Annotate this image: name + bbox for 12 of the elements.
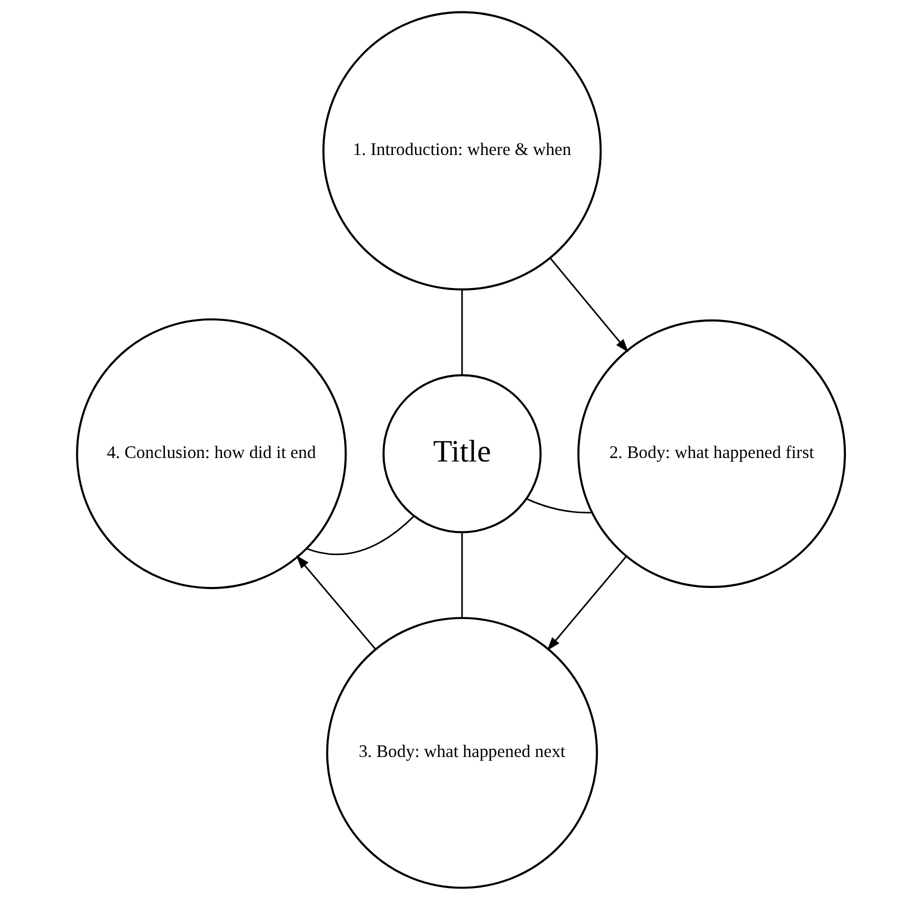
- arrow: [547, 556, 628, 651]
- node-circle: 2. Body: what happened first: [577, 319, 846, 588]
- node-circle: 3. Body: what happened next: [326, 616, 598, 889]
- connector: [526, 498, 592, 514]
- node-circle: 1. Introduction: where & when: [322, 11, 602, 290]
- connector: [306, 515, 415, 556]
- node-circle: Title: [382, 374, 542, 534]
- node-circle: 4. Conclusion: how did it end: [76, 318, 347, 590]
- connector: [461, 290, 463, 376]
- connector: [461, 532, 463, 618]
- arrow: [296, 555, 376, 650]
- arrow: [549, 257, 628, 352]
